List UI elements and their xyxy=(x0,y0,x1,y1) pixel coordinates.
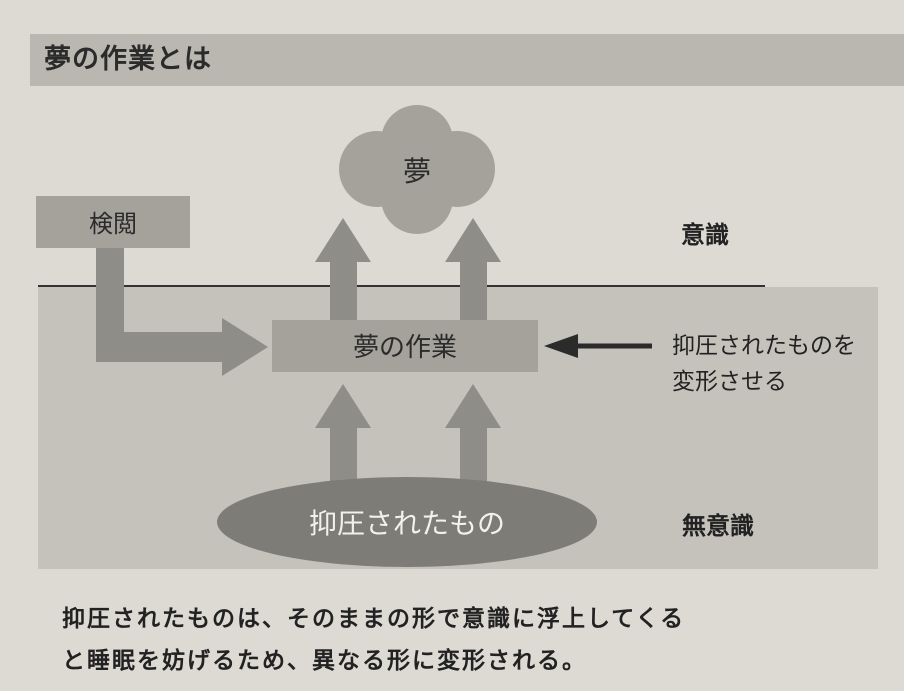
consciousness-label: 意識 xyxy=(681,221,729,249)
censorship-arrow xyxy=(96,248,268,376)
caption-line-2: と睡眠を妨げるため、異なる形に変形される。 xyxy=(62,648,587,674)
up-arrow-lower-right xyxy=(445,384,501,484)
dream-work-box xyxy=(272,320,538,372)
title-band xyxy=(30,34,904,86)
transform-arrowhead xyxy=(544,334,578,358)
censorship-label: 検閲 xyxy=(89,210,137,238)
caption: 抑圧されたものは、そのままの形で意識に浮上してくる と睡眠を妨げるため、異なる形… xyxy=(62,598,882,682)
dream-cloud xyxy=(339,105,495,234)
repressed-ellipse xyxy=(217,477,597,567)
caption-line-1: 抑圧されたものは、そのままの形で意識に浮上してくる xyxy=(62,606,686,632)
transform-label-line1: 抑圧されたものを xyxy=(672,333,856,359)
transform-label-line2: 変形させる xyxy=(672,369,787,395)
up-arrow-upper-right xyxy=(445,218,501,320)
censorship-box xyxy=(36,196,190,248)
dream-label: 夢 xyxy=(403,155,431,188)
up-arrow-lower-left xyxy=(315,384,371,484)
unconscious-label: 無意識 xyxy=(682,512,754,540)
dream-work-label: 夢の作業 xyxy=(353,333,457,363)
repressed-label: 抑圧されたもの xyxy=(309,507,505,540)
page-title: 夢の作業とは xyxy=(44,44,212,75)
up-arrow-upper-left xyxy=(315,218,371,320)
